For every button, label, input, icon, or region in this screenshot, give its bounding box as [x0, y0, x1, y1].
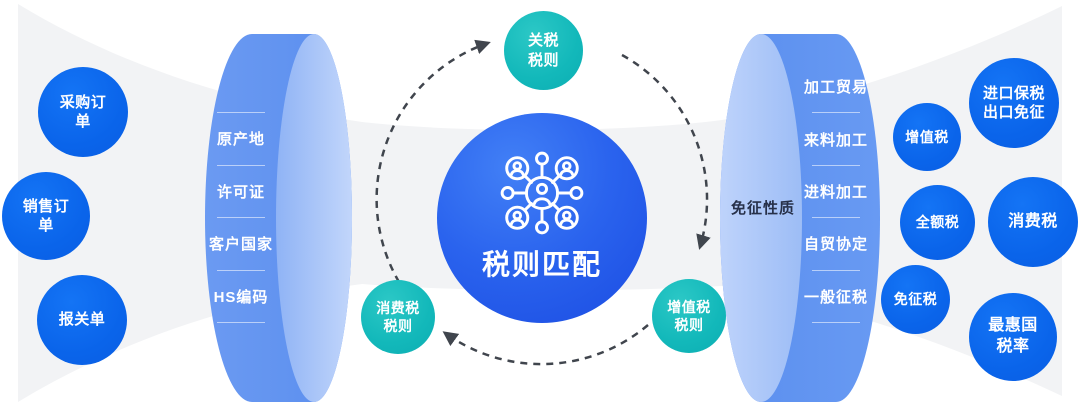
match-factor-customer-country: 客户国家	[208, 236, 273, 254]
divider	[217, 217, 265, 218]
divider	[812, 217, 860, 219]
output-mfn-line1: 最惠国	[988, 317, 1038, 335]
match-factors-list: 原产地 许可证 客户国家 HS编码	[201, 112, 281, 323]
output-bonded-line2: 出口免征	[982, 104, 1045, 121]
output-exempt-line1: 免征税	[893, 291, 938, 308]
exemption-cap-label: 免征性质	[730, 200, 795, 217]
output-exempt-tax: 免征税	[881, 265, 950, 334]
exemption-fta: 自贸协定	[803, 236, 868, 254]
flow-arc-left-up	[375, 39, 491, 283]
divider	[812, 112, 860, 114]
rule-tariff: 关税 税则	[504, 11, 583, 90]
divider	[812, 269, 860, 271]
flow-arc-bottom-left	[442, 324, 649, 366]
output-vat-line1: 增值税	[905, 128, 949, 145]
divider	[812, 322, 860, 324]
rule-tariff-line1: 关税	[527, 32, 559, 49]
input-sales-order: 销售订 单	[2, 172, 90, 260]
rule-consumption-tax: 消费税 税则	[361, 280, 435, 354]
output-bonded-line1: 进口保税	[982, 84, 1045, 102]
exemption-imported-materials: 进料加工	[803, 184, 868, 202]
people-network-icon	[498, 149, 586, 242]
divider	[812, 164, 860, 166]
rule-consumption-line2: 税则	[383, 318, 413, 334]
output-vat: 增值税	[893, 103, 961, 171]
divider	[217, 164, 265, 166]
center-node-tax-rule-matching: 税则匹配	[437, 113, 647, 323]
center-title: 税则匹配	[481, 249, 602, 280]
output-consumption-tax: 消费税	[988, 177, 1078, 267]
output-mfn-rate: 最惠国 税率	[969, 293, 1057, 381]
rule-consumption-line1: 消费税	[376, 299, 420, 316]
input-customs-declaration-line1: 报关单	[58, 311, 106, 329]
match-factor-license: 许可证	[216, 183, 265, 201]
match-factors-cylinder-cap	[276, 34, 352, 402]
flow-arc-right-down	[621, 53, 711, 250]
input-sales-order-line2: 单	[38, 217, 54, 234]
input-purchase-order-line1: 采购订	[59, 93, 107, 111]
exemption-list: 加工贸易 来料加工 进料加工 自贸协定 一般征税	[796, 61, 876, 324]
divider	[217, 112, 265, 113]
exemption-supplied-materials: 来料加工	[803, 131, 868, 149]
rule-vat-line2: 税则	[674, 317, 704, 333]
exemption-cylinder-cap	[720, 34, 802, 402]
rule-vat: 增值税 税则	[652, 279, 726, 353]
match-factor-origin: 原产地	[216, 131, 265, 149]
input-sales-order-line1: 销售订	[22, 197, 70, 215]
output-bonded-import-exempt-export: 进口保税 出口免征	[969, 58, 1059, 148]
exemption-processing-trade: 加工贸易	[803, 79, 868, 97]
output-mfn-line2: 税率	[996, 338, 1030, 355]
rule-vat-line1: 增值税	[667, 298, 711, 315]
output-consumption-line1: 消费税	[1008, 212, 1058, 230]
match-factor-hs-code: HS编码	[213, 288, 269, 306]
divider	[217, 322, 265, 323]
output-full-tax-line1: 全额税	[915, 214, 960, 231]
input-purchase-order: 采购订 单	[38, 67, 128, 157]
output-full-tax: 全额税	[900, 185, 975, 260]
exemption-general-taxation: 一般征税	[803, 288, 868, 306]
input-customs-declaration: 报关单	[37, 275, 127, 365]
divider	[217, 269, 265, 271]
input-purchase-order-line2: 单	[75, 113, 91, 130]
rule-tariff-line2: 税则	[527, 51, 559, 69]
